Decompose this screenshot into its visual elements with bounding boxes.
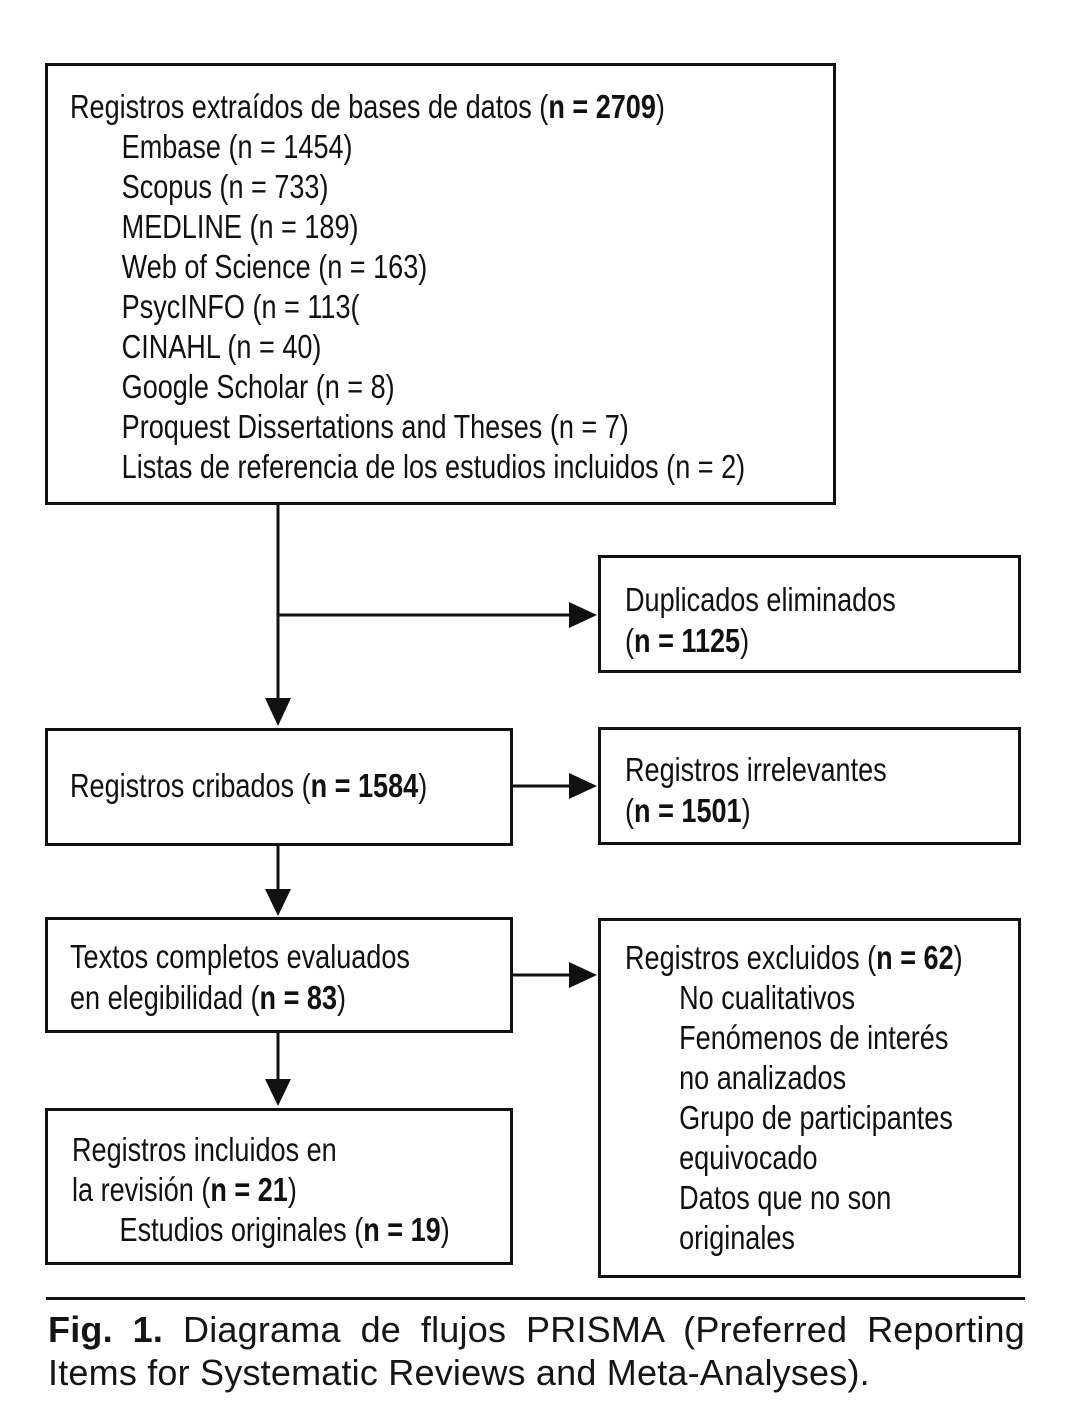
database-item: Embase (n = 1454) <box>121 128 353 165</box>
fulltext-assessed-box: Textos completos evaluados en elegibilid… <box>45 917 513 1033</box>
database-item: Google Scholar (n = 8) <box>121 368 395 405</box>
caption-line-1: Fig. 1. Diagrama de flujos PRISMA (Prefe… <box>48 1309 1026 1350</box>
arrowhead-down-fulltext <box>265 889 291 916</box>
duplicates-line1: Duplicados eliminados <box>625 581 896 618</box>
excluded-title: Registros excluidos (n = 62) <box>625 939 963 976</box>
exclusion-reason-line: Fenómenos de interés <box>679 1019 949 1056</box>
exclusion-reason-line: Datos que no son <box>679 1179 892 1216</box>
included-line3: Estudios originales (n = 19) <box>119 1211 450 1248</box>
records-excluded-box: Registros excluidos (n = 62) No cualitat… <box>598 918 1021 1278</box>
arrowhead-right-duplicates <box>569 602 597 628</box>
exclusion-reason-line: originales <box>679 1219 795 1256</box>
database-item: MEDLINE (n = 189) <box>121 208 359 245</box>
exclusion-reason-line: no analizados <box>679 1059 847 1096</box>
exclusion-reason-line: Grupo de participantes <box>679 1099 953 1136</box>
arrowhead-right-excluded <box>569 962 597 988</box>
figure-caption: Fig. 1. Diagrama de flujos PRISMA (Prefe… <box>48 1308 1025 1394</box>
database-item: PsycINFO (n = 113( <box>121 288 360 325</box>
irrelevant-line1: Registros irrelevantes <box>625 751 887 788</box>
caption-divider-rule <box>46 1297 1025 1300</box>
screened-line: Registros cribados (n = 1584) <box>70 767 428 804</box>
included-line2: la revisión (n = 21) <box>72 1171 297 1208</box>
caption-line-2: Items for Systematic Reviews and Meta-An… <box>48 1352 870 1393</box>
arrowhead-down-screened <box>265 698 291 726</box>
database-item: Web of Science (n = 163) <box>121 248 428 285</box>
identification-box: Registros extraídos de bases de datos (n… <box>45 63 836 505</box>
arrowhead-down-included <box>265 1079 291 1106</box>
records-included-box: Registros incluidos en la revisión (n = … <box>45 1108 513 1265</box>
records-screened-box: Registros cribados (n = 1584) <box>45 728 513 846</box>
database-item: Listas de referencia de los estudios inc… <box>121 448 746 485</box>
irrelevant-records-box: Registros irrelevantes (n = 1501) <box>598 727 1021 845</box>
duplicates-line2: (n = 1125) <box>625 622 750 659</box>
arrowhead-right-irrelevant <box>569 773 597 799</box>
fulltext-line1: Textos completos evaluados <box>70 938 410 975</box>
database-item: Scopus (n = 733) <box>121 168 329 205</box>
duplicates-removed-box: Duplicados eliminados (n = 1125) <box>598 555 1021 673</box>
exclusion-reason-line: equivocado <box>679 1139 818 1176</box>
database-item: Proquest Dissertations and Theses (n = 7… <box>121 408 629 445</box>
identification-title: Registros extraídos de bases de datos (n… <box>70 88 665 125</box>
fulltext-line2: en elegibilidad (n = 83) <box>70 979 347 1016</box>
figure-label: Fig. 1. <box>48 1309 164 1350</box>
database-item: CINAHL (n = 40) <box>121 328 322 365</box>
irrelevant-line2: (n = 1501) <box>625 792 751 829</box>
included-line1: Registros incluidos en <box>72 1131 337 1168</box>
exclusion-reason-line: No cualitativos <box>679 979 856 1016</box>
